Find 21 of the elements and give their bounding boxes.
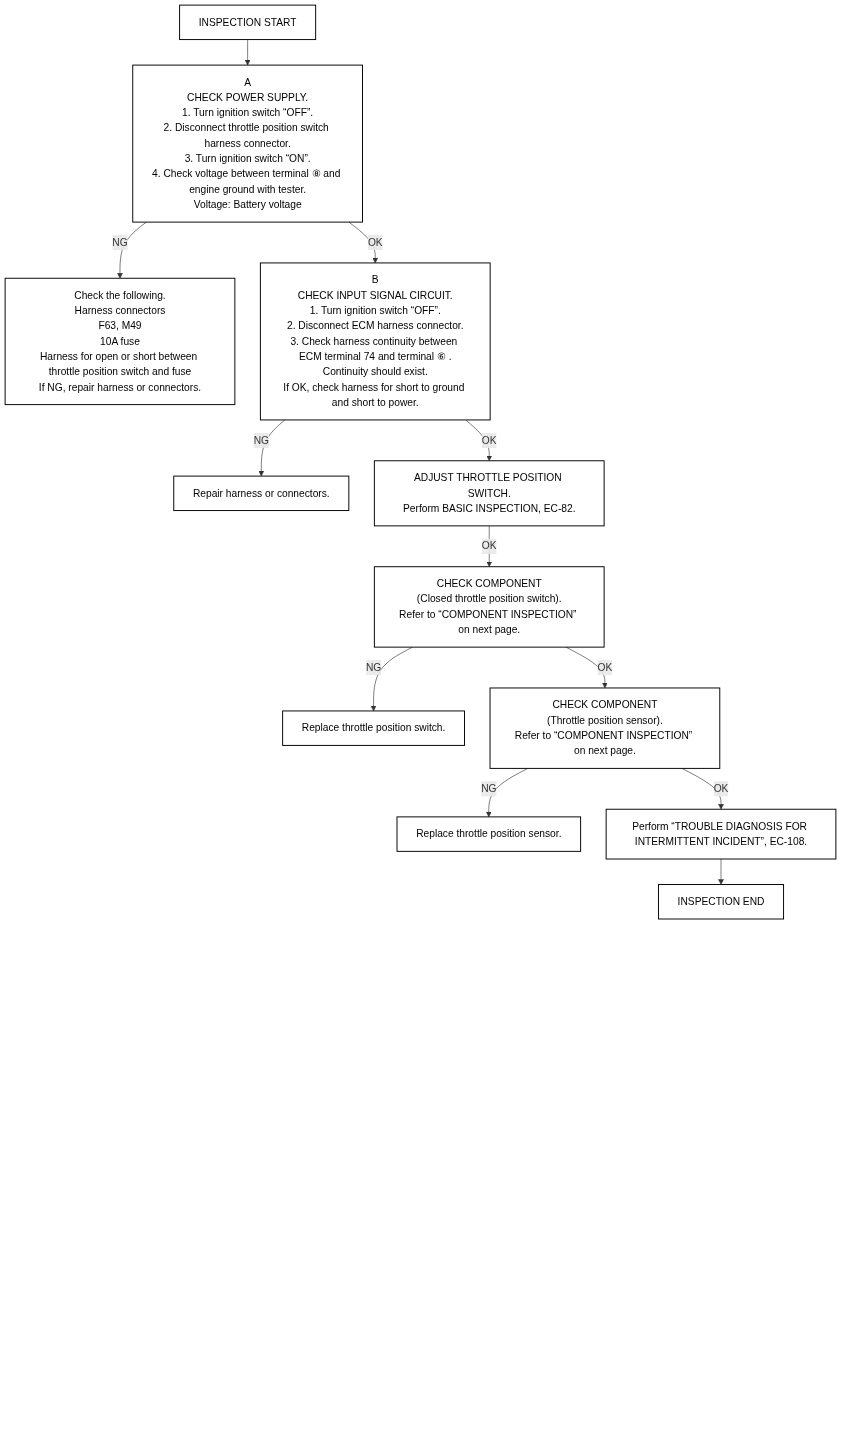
edge-label: OK	[367, 236, 383, 248]
edge-label: OK	[481, 540, 497, 552]
node-box: ADJUST THROTTLE POSITION SWITCH. Perform BASIC INSPECTION, EC-82.	[373, 460, 605, 527]
node-box: Perform “TROUBLE DIAGNOSIS FOR INTERMITTENT INCIDENT”, EC-108.	[605, 808, 837, 860]
edge-label: OK	[597, 661, 613, 673]
edge-label: NG	[365, 661, 382, 673]
edge-label: NG	[481, 783, 497, 794]
node-box: B CHECK INPUT SIGNAL CIRCUIT. 1. Turn ignition switch “OFF”. 2. Disconnect ECM harness connector. 3. Check harness continuity between ECM terminal 74 and terminal ⑥ . Continuity should exist. If OK, check harness for short to ground and short to power.	[259, 262, 491, 421]
node-box: A CHECK POWER SUPPLY. 1. Turn ignition switch “OFF”. 2. Disconnect throttle position switch harness connector. 3. Turn ignition switch “ON”. 4. Check voltage between terminal ⑧ and engine ground with tester. Voltage: Battery voltage	[132, 64, 363, 223]
node-box: CHECK COMPONENT (Throttle position sensor). Refer to “COMPONENT INSPECTION” on next page.	[489, 687, 721, 769]
node-box: Check the following. Harness connectors F63, M49 10A fuse Harness for open or short between throttle position switch and fuse If NG, repair harness or connectors.	[4, 277, 236, 406]
edge-label: OK	[481, 434, 497, 446]
node-box: Repair harness or connectors.	[173, 475, 350, 512]
node-box: INSPECTION START	[179, 4, 317, 41]
node-box: CHECK COMPONENT (Closed throttle position switch). Refer to “COMPONENT INSPECTION” on next page.	[373, 566, 605, 648]
node-box: INSPECTION END	[658, 884, 785, 920]
node-box: Replace throttle position switch.	[282, 710, 465, 746]
edge-label: NG	[112, 236, 128, 248]
edge-label: OK	[713, 783, 729, 794]
edge-label: NG	[253, 434, 269, 446]
node-box: Replace throttle position sensor.	[396, 816, 582, 852]
